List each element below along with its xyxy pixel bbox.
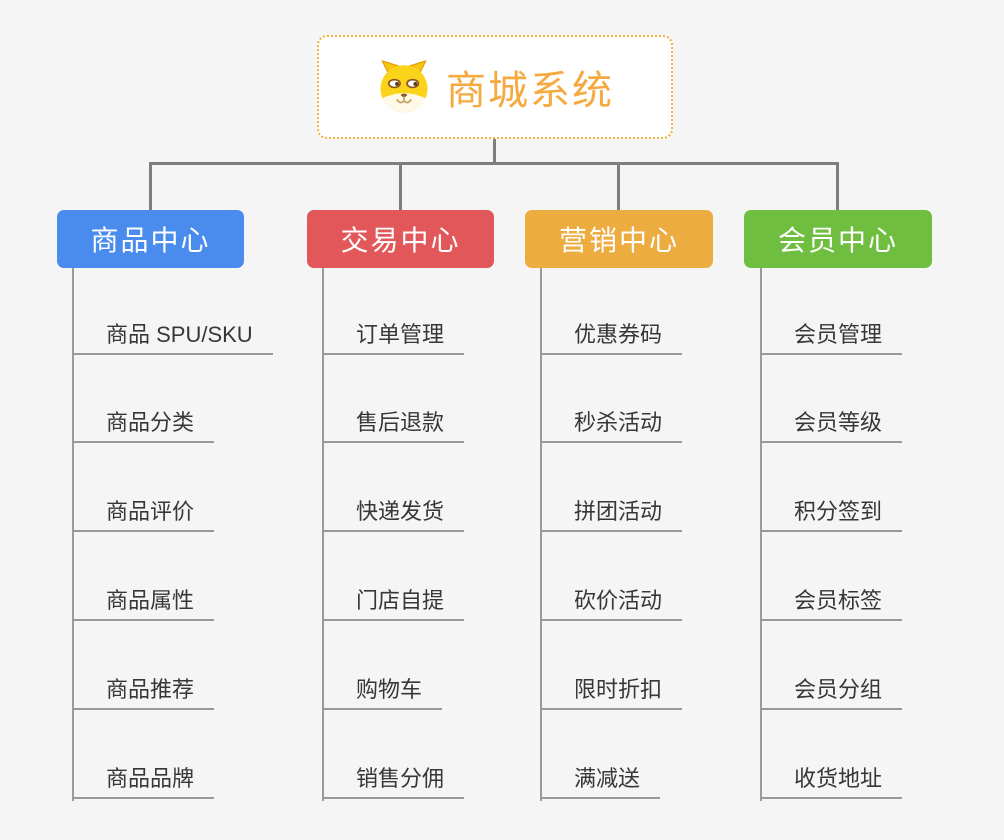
branch-bus-line bbox=[150, 162, 838, 165]
branch-label: 会员中心 bbox=[777, 225, 898, 256]
branch-trade-center[interactable]: 交易中心 bbox=[307, 210, 494, 268]
branch-label: 营销中心 bbox=[558, 225, 679, 256]
child-node[interactable]: 商品属性 bbox=[73, 578, 215, 621]
child-node[interactable]: 砍价活动 bbox=[541, 578, 683, 621]
branch-product-center[interactable]: 商品中心 bbox=[57, 210, 244, 268]
child-node[interactable]: 商品评价 bbox=[73, 489, 215, 532]
child-node[interactable]: 会员等级 bbox=[761, 400, 903, 443]
child-node[interactable]: 满减送 bbox=[541, 756, 661, 799]
root-title: 商城系统 bbox=[446, 69, 614, 113]
child-node[interactable]: 会员管理 bbox=[761, 312, 903, 355]
child-node[interactable]: 订单管理 bbox=[323, 312, 465, 355]
child-node[interactable]: 门店自提 bbox=[323, 578, 465, 621]
child-node[interactable]: 会员标签 bbox=[761, 578, 903, 621]
branch-label: 交易中心 bbox=[340, 225, 461, 256]
branch-drop-line bbox=[617, 162, 620, 210]
doge-icon bbox=[376, 60, 432, 114]
child-node[interactable]: 限时折扣 bbox=[541, 667, 683, 710]
branch-label: 商品中心 bbox=[90, 225, 211, 256]
child-node[interactable]: 商品推荐 bbox=[73, 667, 215, 710]
child-node[interactable]: 会员分组 bbox=[761, 667, 903, 710]
branch-drop-line bbox=[399, 162, 402, 210]
child-spine-line bbox=[540, 268, 542, 801]
branch-drop-line bbox=[836, 162, 839, 210]
child-node[interactable]: 商品品牌 bbox=[73, 756, 215, 799]
child-node[interactable]: 购物车 bbox=[323, 667, 443, 710]
root-node[interactable]: 商城系统 bbox=[317, 35, 673, 139]
child-node[interactable]: 拼团活动 bbox=[541, 489, 683, 532]
child-spine-line bbox=[72, 268, 74, 801]
child-node[interactable]: 积分签到 bbox=[761, 489, 903, 532]
child-spine-line bbox=[322, 268, 324, 801]
child-node[interactable]: 商品分类 bbox=[73, 400, 215, 443]
child-spine-line bbox=[760, 268, 762, 801]
child-node[interactable]: 收货地址 bbox=[761, 756, 903, 799]
child-node[interactable]: 销售分佣 bbox=[323, 756, 465, 799]
branch-member-center[interactable]: 会员中心 bbox=[744, 210, 932, 268]
branch-marketing-center[interactable]: 营销中心 bbox=[525, 210, 713, 268]
child-node[interactable]: 售后退款 bbox=[323, 400, 465, 443]
child-node[interactable]: 快递发货 bbox=[323, 489, 465, 532]
child-node[interactable]: 商品 SPU/SKU bbox=[73, 312, 273, 355]
child-node[interactable]: 优惠券码 bbox=[541, 312, 683, 355]
child-node[interactable]: 秒杀活动 bbox=[541, 400, 683, 443]
root-connector-line bbox=[493, 139, 496, 163]
branch-drop-line bbox=[149, 162, 152, 210]
